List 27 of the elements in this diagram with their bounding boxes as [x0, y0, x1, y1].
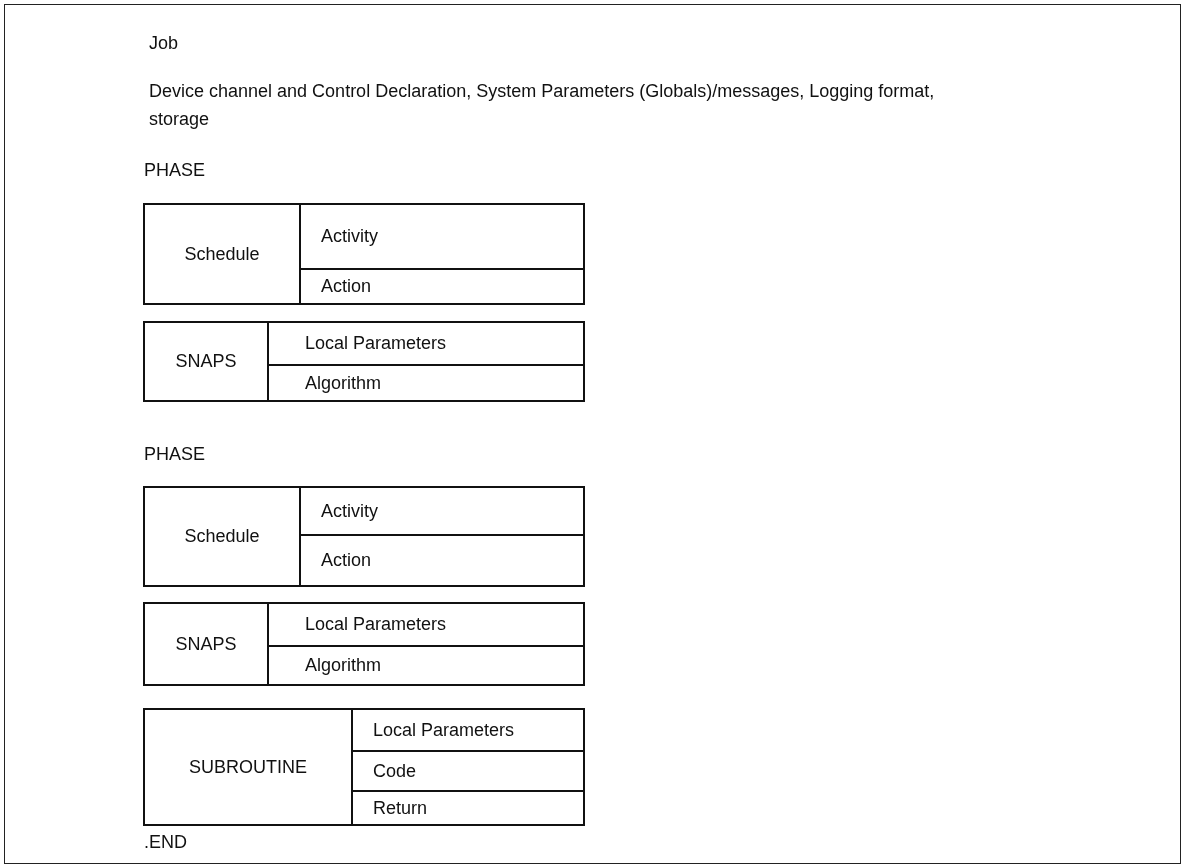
document-frame [4, 4, 1181, 864]
section-label: PHASE [144, 159, 206, 182]
declaration-text: Device channel and Control Declaration, System Parameters (Globals)/messages, Logging format, storage [149, 80, 936, 131]
table-cell: Code [351, 750, 583, 790]
label-cell: SUBROUTINE [145, 710, 351, 824]
section-label: PHASE [144, 443, 206, 466]
label-cell: Schedule [145, 205, 299, 303]
table-box [143, 602, 585, 686]
table-box [143, 486, 585, 587]
table-cell: Activity [299, 205, 583, 268]
table-cell: Local Parameters [267, 604, 583, 645]
label-cell: Schedule [145, 488, 299, 585]
job-heading: Job [149, 32, 179, 55]
table-cell: Local Parameters [267, 323, 583, 364]
table-box [143, 708, 585, 826]
table-cell: Local Parameters [351, 710, 583, 750]
table-cell: Return [351, 790, 583, 824]
table-box [143, 203, 585, 305]
table-cell: Activity [299, 488, 583, 534]
table-cell: Action [299, 268, 583, 303]
table-cell: Algorithm [267, 645, 583, 684]
section-label: .END [144, 831, 187, 854]
label-cell: SNAPS [145, 323, 267, 400]
table-cell: Action [299, 534, 583, 585]
table-box [143, 321, 585, 402]
label-cell: SNAPS [145, 604, 267, 684]
table-cell: Algorithm [267, 364, 583, 400]
